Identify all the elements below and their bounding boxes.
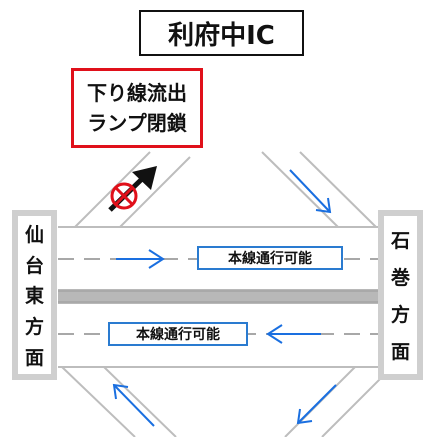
left-direction-char: 方 xyxy=(24,316,44,339)
closure-line-2: ランプ閉鎖 xyxy=(87,111,187,135)
right-direction-char: 石 xyxy=(390,230,410,252)
arrow-ramp-lower-left xyxy=(112,383,155,427)
arrow-ramp-upper-right xyxy=(289,169,332,214)
ramp-lower-right xyxy=(284,366,393,437)
interchange-title: 利府中IC xyxy=(139,10,304,56)
arrow-lower-lane-left xyxy=(266,324,321,344)
arrow-ramp-lower-right xyxy=(296,384,337,425)
right-direction-char: 方 xyxy=(390,304,410,326)
ramp-closure-notice: 下り線流出 ランプ閉鎖 xyxy=(71,68,203,148)
right-direction-sign: 石 巻 方 面 xyxy=(378,210,423,380)
left-direction-char: 台 xyxy=(24,254,44,277)
left-direction-sign: 仙 台 東 方 面 xyxy=(12,210,57,380)
right-direction-char: 巻 xyxy=(390,267,410,289)
ramp-upper-right xyxy=(261,151,377,228)
median-strip xyxy=(58,289,380,304)
left-direction-char: 東 xyxy=(24,285,44,308)
closure-line-1: 下り線流出 xyxy=(87,81,187,105)
ramp-lower-left xyxy=(61,366,177,437)
right-direction-char: 面 xyxy=(390,341,410,363)
left-direction-char: 面 xyxy=(24,347,44,370)
upper-lane-status: 本線通行可能 xyxy=(197,246,343,270)
no-entry-icon xyxy=(110,182,138,210)
lower-lane-status: 本線通行可能 xyxy=(108,322,248,346)
arrow-upper-lane-right xyxy=(116,249,165,269)
left-direction-char: 仙 xyxy=(24,223,44,246)
